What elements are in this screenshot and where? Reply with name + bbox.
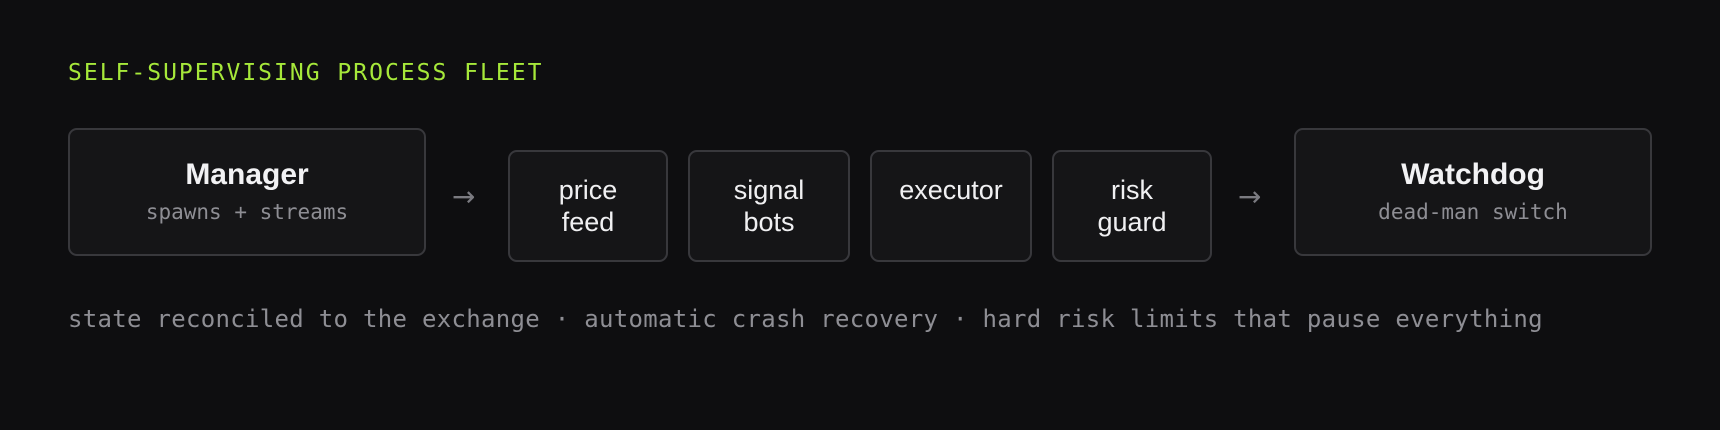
worker-box-signal-bots: signal bots: [688, 150, 850, 262]
watchdog-box: Watchdog dead-man switch: [1294, 128, 1652, 256]
worker-label: signal bots: [733, 175, 805, 237]
worker-label: executor: [899, 175, 1003, 205]
manager-title: Manager: [185, 158, 309, 191]
watchdog-subtitle: dead-man switch: [1378, 200, 1568, 224]
worker-label: price feed: [558, 175, 618, 237]
worker-box-executor: executor: [870, 150, 1032, 262]
worker-label: risk guard: [1097, 175, 1167, 237]
process-flow: Manager spawns + streams → price feed si…: [68, 128, 1652, 262]
watchdog-title: Watchdog: [1401, 158, 1545, 191]
arrow-manager-to-workers: →: [452, 180, 476, 213]
worker-box-risk-guard: risk guard: [1052, 150, 1212, 262]
bottom-edge: [0, 430, 1720, 432]
diagram-heading: SELF-SUPERVISING PROCESS FLEET: [68, 60, 544, 86]
diagram-footnote: state reconciled to the exchange · autom…: [68, 305, 1543, 333]
worker-box-price-feed: price feed: [508, 150, 668, 262]
arrow-workers-to-watchdog: →: [1238, 180, 1262, 213]
manager-box: Manager spawns + streams: [68, 128, 426, 256]
manager-subtitle: spawns + streams: [145, 200, 349, 224]
